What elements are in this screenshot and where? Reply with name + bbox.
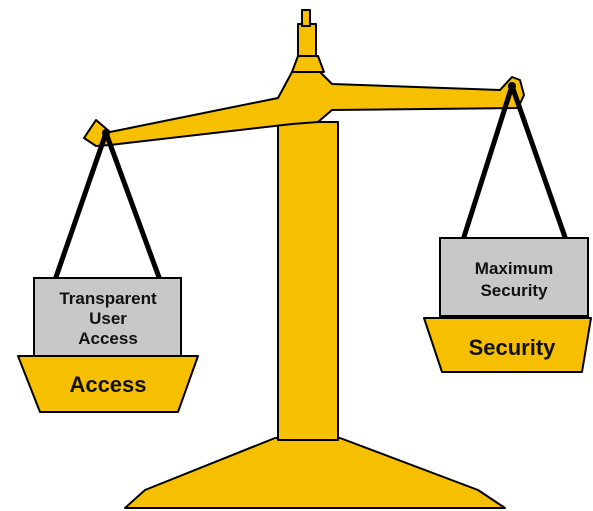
right-box-line-1: Maximum	[475, 259, 553, 278]
left-box-line-2: User	[89, 309, 127, 328]
scale-finial-tip	[301, 9, 311, 27]
right-pan-label: Security	[469, 335, 557, 360]
left-pan-label: Access	[69, 372, 146, 397]
scale-finial	[297, 23, 317, 61]
right-box	[439, 237, 589, 317]
right-pan	[423, 317, 592, 373]
right-chain-outer	[460, 83, 515, 243]
scale-pillar	[277, 121, 339, 441]
scale-base	[124, 437, 506, 509]
scale-beam	[83, 69, 525, 147]
right-box-line-2: Security	[480, 281, 548, 300]
left-chain-outer	[52, 130, 109, 283]
left-chain-inner	[103, 130, 163, 283]
left-box-line-3: Access	[78, 329, 138, 348]
scale-finial-base	[291, 55, 325, 73]
left-pan	[17, 355, 199, 413]
left-box	[33, 277, 182, 357]
right-chain-inner	[509, 83, 569, 243]
left-box-line-1: Transparent	[59, 289, 157, 308]
